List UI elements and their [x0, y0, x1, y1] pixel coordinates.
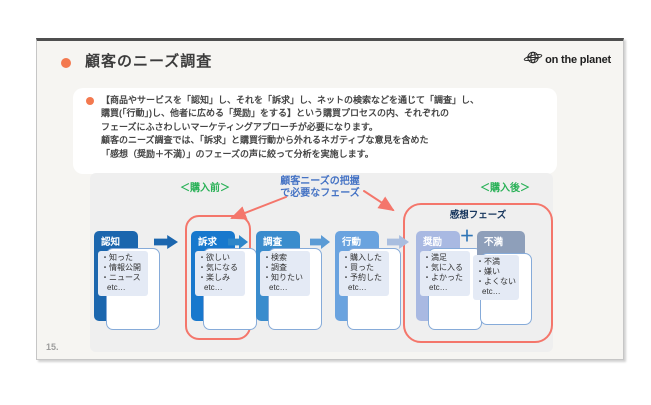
logo-text: on the planet	[545, 54, 611, 66]
impression-group-outline	[403, 203, 553, 343]
orange-bullet-icon	[86, 97, 94, 105]
phase-items: ・不満 ・嫌い ・よくない etc…	[473, 255, 519, 300]
page-title: 顧客のニーズ調査	[85, 53, 213, 70]
orange-bullet-icon	[61, 58, 71, 68]
intro-line: 【商品やサービスを「認知」し、それを「訴求」し、ネットの検索などを通じて「調査」…	[101, 95, 480, 105]
phase-column-sokyu: 訴求 ・欲しい ・気になる ・楽しみ etc…	[191, 231, 263, 343]
globe-icon	[523, 50, 543, 70]
phase-items: ・満足 ・気に入る ・よかった etc…	[420, 251, 470, 296]
page-number: 15.	[46, 342, 59, 352]
intro-line: 「感想（奨励＋不満）」のフェーズの声に絞って分析を実施します。	[101, 148, 374, 159]
intro-text-box: 【商品やサービスを「認知」し、それを「訴求」し、ネットの検索などを通じて「調査」…	[73, 88, 557, 174]
phase-items: ・検索 ・調査 ・知りたい etc…	[260, 251, 310, 296]
phase-column-kodo: 行動 ・購入した ・買った ・予約した etc…	[335, 231, 407, 343]
plus-sign: ＋	[459, 228, 475, 245]
phase-items: ・知った ・情報公開 ・ニュース etc…	[98, 251, 148, 296]
phase-column-chosa: 調査 ・検索 ・調査 ・知りたい etc…	[256, 231, 328, 343]
label-before-purchase: ＜購入前＞	[180, 183, 230, 194]
phase-items: ・欲しい ・気になる ・楽しみ etc…	[195, 251, 245, 296]
diagram-panel: ＜購入前＞ 顧客ニーズの把握 で必要なフェーズ ＜購入後＞ 感想フェーズ 認知 …	[90, 173, 553, 352]
logo: on the planet	[523, 50, 611, 70]
intro-paragraph: 【商品やサービスを「認知」し、それを「訴求」し、ネットの検索などを通じて「調査」…	[101, 94, 479, 161]
intro-line: 購買(「行動」)し、他者に広める「奨励」をする】という購買プロセスの内、それぞれ…	[101, 108, 449, 119]
impression-phase-label: 感想フェーズ	[449, 210, 507, 221]
label-needed-phases: 顧客ニーズの把握 で必要なフェーズ	[280, 176, 360, 199]
phase-column-fuman: 不満 ・不満 ・嫌い ・よくない etc…	[473, 231, 549, 343]
presentation-slide: 顧客のニーズ調査 on the planet 【商品やサービスを「認知」し、それ…	[36, 38, 624, 360]
label-after-purchase: ＜購入後＞	[480, 183, 530, 194]
intro-line: フェーズにふさわしいマーケティングアプローチが必要になります。	[101, 121, 378, 132]
phase-items: ・購入した ・買った ・予約した etc…	[339, 251, 389, 296]
intro-line: 顧客のニーズ調査では、「訴求」と購買行動から外れるネガティブな意見を含めた	[101, 135, 429, 146]
phase-column-ninchi: 認知 ・知った ・情報公開 ・ニュース etc…	[94, 231, 166, 343]
